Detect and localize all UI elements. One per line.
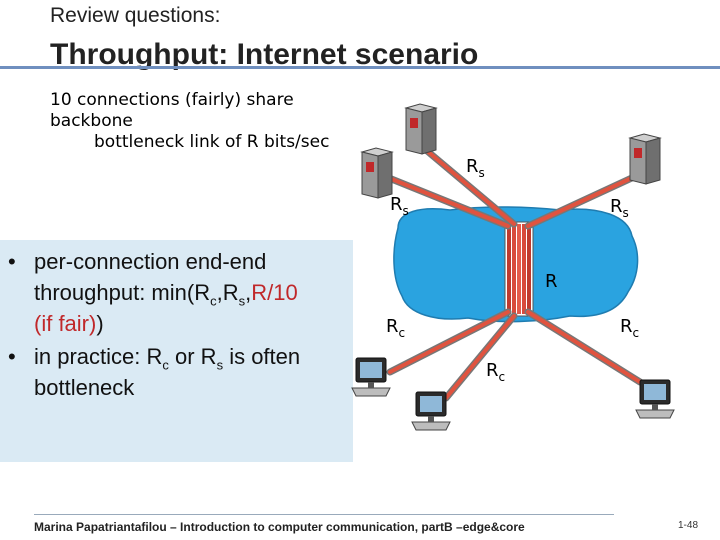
bullet-2-text-b: or R — [168, 344, 217, 369]
server-icon — [404, 103, 438, 155]
title-divider — [0, 66, 720, 69]
bullet-2-text-c: is often bottleneck — [34, 344, 301, 400]
scenario-line-2: bottleneck link of R bits/sec — [94, 132, 330, 152]
label-rc-right: Rc — [620, 316, 639, 340]
server-icon — [628, 133, 662, 185]
label-rc-middle: Rc — [486, 360, 505, 384]
bullet-2-sub-s: s — [216, 357, 224, 373]
bullet-1-if-fair: (if fair) — [34, 311, 97, 336]
client-computer-icon — [351, 357, 391, 397]
footer-divider — [34, 514, 614, 515]
bullet-in-practice: in practice: Rc or Rs is often bottlenec… — [8, 341, 353, 403]
slide-title: Throughput: Internet scenario — [50, 38, 479, 71]
label-rs-middle: Rs — [466, 156, 485, 180]
bullet-per-connection-throughput: per-connection end-end throughput: min(R… — [8, 246, 353, 339]
bullet-2-text-a: in practice: R — [34, 344, 163, 369]
label-r-bottleneck: R — [545, 271, 558, 292]
client-computer-icon — [635, 379, 675, 419]
server-icon — [360, 147, 394, 199]
server-links — [380, 146, 640, 230]
client-links — [386, 308, 644, 402]
scenario-description: 10 connections (fairly) share backbone b… — [50, 90, 380, 153]
bullet-1-fair-share: R/10 — [251, 280, 298, 305]
bullet-1-text-d: ) — [96, 311, 104, 336]
bullets-panel: per-connection end-end throughput: min(R… — [0, 240, 353, 462]
bullet-1-sub-s: s — [238, 293, 246, 309]
label-rc-left: Rc — [386, 316, 405, 340]
bullet-1-sub-c: c — [210, 293, 217, 309]
bullet-1-text-a: per-connection end-end throughput: min(R — [34, 249, 267, 305]
bullet-1-text-b: ,R — [216, 280, 239, 305]
bullet-2-sub-c: c — [162, 357, 169, 373]
label-rs-right: Rs — [610, 196, 629, 220]
label-rs-left: Rs — [390, 194, 409, 218]
bottleneck-link — [504, 221, 534, 317]
slide-footer: Marina Papatriantafilou – Introduction t… — [34, 520, 525, 534]
bullet-1-text-c: , — [245, 280, 252, 305]
scenario-line-1: 10 connections (fairly) share backbone — [50, 90, 294, 131]
slide-kicker: Review questions: — [50, 4, 221, 27]
bullet-list: per-connection end-end throughput: min(R… — [8, 246, 353, 405]
slide-page-number: 1-48 — [678, 520, 699, 531]
client-computer-icon — [411, 391, 451, 431]
